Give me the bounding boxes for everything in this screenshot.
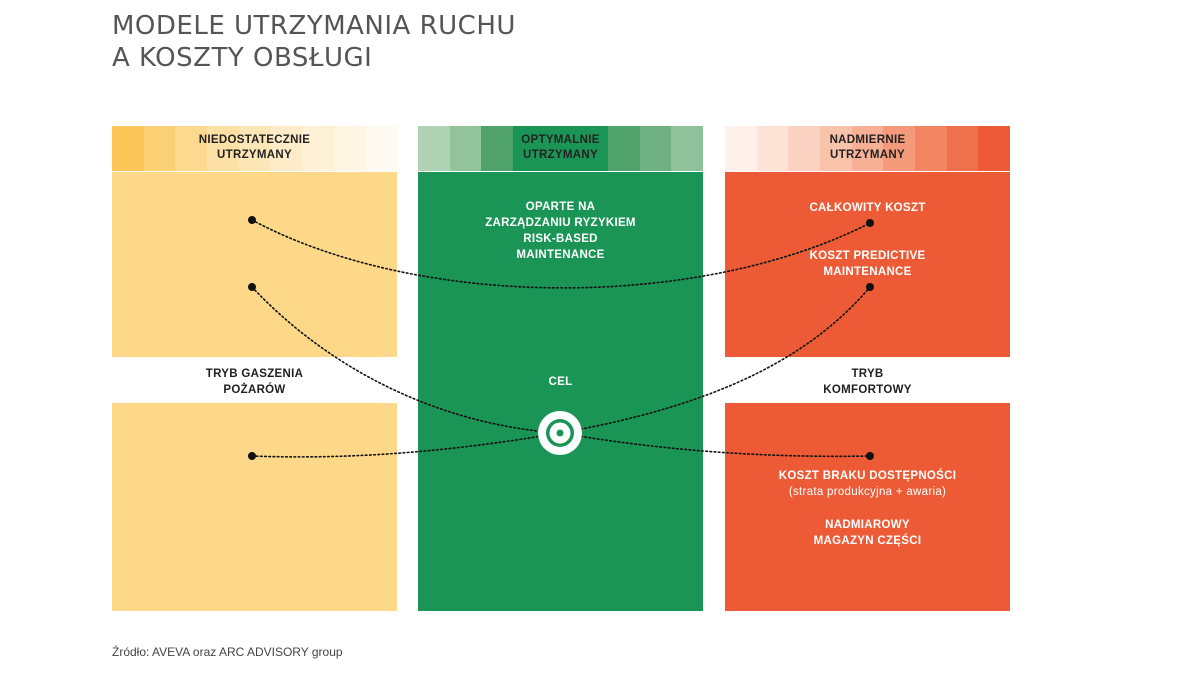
header-left-strip-4 — [238, 126, 271, 171]
header-left-strip-1 — [143, 126, 176, 171]
risk-based-line-1: OPARTE NA — [525, 201, 596, 213]
header-center-strip-1 — [449, 126, 482, 171]
nadmiarowy-magazyn-label: NADMIAROWY MAGAZYN CZĘŚCI — [725, 517, 1010, 549]
header-left-strip-6 — [302, 126, 334, 171]
risk-based-line-3: RISK-BASED — [523, 233, 598, 245]
left-upper-block — [112, 172, 397, 357]
nadmiarowy-magazyn-line-1: NADMIAROWY — [825, 519, 910, 531]
header-nadmiernie: NADMIERNIE UTRZYMANY — [725, 126, 1010, 171]
risk-based-line-2: ZARZĄDZANIU RYZYKIEM — [485, 217, 636, 229]
header-right-strip-4 — [851, 126, 884, 171]
header-left-strip-5 — [270, 126, 303, 171]
right-upper-block — [725, 172, 1010, 357]
header-right-strip-2 — [788, 126, 821, 171]
koszt-braku-line-2: (strata produkcyjna + awaria) — [788, 486, 947, 498]
header-center-strip-7 — [639, 126, 672, 171]
header-center-strip-5 — [576, 126, 609, 171]
header-left-strip-8 — [365, 126, 397, 171]
tryb-komfortowy-line-1: TRYB — [851, 368, 884, 380]
chart-title: MODELE UTRZYMANIA RUCHU A KOSZTY OBSŁUGI — [112, 10, 516, 74]
risk-based-label: OPARTE NA ZARZĄDZANIU RYZYKIEM RISK-BASE… — [418, 199, 703, 263]
target-icon — [538, 411, 582, 455]
fire-to-target-curve — [251, 286, 561, 434]
koszt-braku-label: KOSZT BRAKU DOSTĘPNOŚCI (strata produkcy… — [725, 468, 1010, 500]
source-note: Źródło: AVEVA oraz ARC ADVISORY group — [112, 645, 343, 659]
header-left-strip-2 — [175, 126, 208, 171]
target-to-predictive-curve — [559, 286, 871, 434]
header-right-strip-8 — [978, 126, 1010, 171]
right-lower-block — [725, 403, 1010, 611]
dot-predictive — [866, 283, 874, 291]
tryb-komfortowy-label: TRYB KOMFORTOWY — [725, 366, 1010, 398]
header-center-strip-4 — [544, 126, 577, 171]
header-optymalnie: OPTYMALNIE UTRZYMANY — [418, 126, 703, 171]
header-right-strip-5 — [883, 126, 916, 171]
header-left-strip-0 — [112, 126, 144, 171]
header-center-line-1: OPTYMALNIE — [521, 134, 600, 146]
header-left-line-2: UTRZYMANY — [217, 149, 292, 161]
header-niedostatecznie-label: NIEDOSTATECZNIE UTRZYMANY — [112, 133, 397, 163]
dot-downtime — [866, 452, 874, 460]
dot-left-upper-2 — [248, 283, 256, 291]
header-nadmiernie-label: NADMIERNIE UTRZYMANY — [725, 133, 1010, 163]
dot-left-lower — [248, 452, 256, 460]
tryb-gaszenia-line-2: POŻARÓW — [223, 384, 286, 396]
header-niedostatecznie: NIEDOSTATECZNIE UTRZYMANY — [112, 126, 397, 171]
tryb-komfortowy-line-2: KOMFORTOWY — [823, 384, 912, 396]
header-right-strip-7 — [946, 126, 979, 171]
dot-total-cost — [866, 219, 874, 227]
nadmiarowy-magazyn-line-2: MAGAZYN CZĘŚCI — [813, 535, 922, 547]
header-center-strip-0 — [418, 126, 450, 171]
center-block — [418, 172, 703, 611]
left-lower-block — [112, 403, 397, 611]
header-right-line-1: NADMIERNIE — [829, 134, 906, 146]
koszt-braku-line-1: KOSZT BRAKU DOSTĘPNOŚCI — [778, 470, 957, 482]
tryb-gaszenia-line-1: TRYB GASZENIA — [205, 368, 304, 380]
left-lower-to-target-curve — [251, 432, 561, 458]
tryb-gaszenia-label: TRYB GASZENIA POŻARÓW — [112, 366, 397, 398]
header-right-strip-1 — [756, 126, 789, 171]
risk-based-line-4: MAINTENANCE — [516, 249, 605, 261]
header-center-strip-8 — [671, 126, 703, 171]
header-center-strip-2 — [481, 126, 514, 171]
header-right-strip-3 — [820, 126, 852, 171]
cel-label: CEL — [548, 376, 573, 388]
header-center-strip-6 — [608, 126, 640, 171]
koszt-predictive-line-2: MAINTENANCE — [823, 266, 912, 278]
dot-left-upper-1 — [248, 216, 256, 224]
koszt-predictive-line-1: KOSZT PREDICTIVE — [809, 250, 926, 262]
header-left-line-1: NIEDOSTATECZNIE — [198, 134, 311, 146]
target-to-downtime-curve — [559, 432, 871, 458]
header-center-strip-3 — [513, 126, 545, 171]
header-left-strip-3 — [207, 126, 239, 171]
header-left-strip-7 — [333, 126, 366, 171]
header-right-strip-0 — [725, 126, 757, 171]
koszt-predictive-label: KOSZT PREDICTIVE MAINTENANCE — [725, 248, 1010, 280]
header-center-line-2: UTRZYMANY — [523, 149, 598, 161]
header-optymalnie-label: OPTYMALNIE UTRZYMANY — [418, 133, 703, 163]
title-line-2: A KOSZTY OBSŁUGI — [112, 43, 373, 73]
header-right-line-2: UTRZYMANY — [830, 149, 905, 161]
calkowity-koszt-label: CAŁKOWITY KOSZT — [809, 202, 926, 214]
title-line-1: MODELE UTRZYMANIA RUCHU — [112, 11, 516, 41]
header-right-strip-6 — [915, 126, 947, 171]
total-cost-curve — [251, 219, 871, 289]
